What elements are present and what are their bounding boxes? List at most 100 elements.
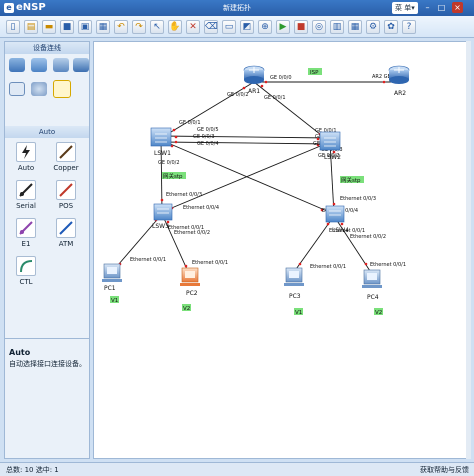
pan-hand-icon[interactable]: ✋ xyxy=(168,20,182,34)
menu-button[interactable]: 菜 单▾ xyxy=(392,2,418,14)
pc-pc2[interactable]: PC2 xyxy=(180,267,200,297)
cable-copper[interactable]: Copper xyxy=(47,142,85,172)
device-label: LSW1 xyxy=(154,150,171,157)
divider xyxy=(5,338,89,339)
feedback-link[interactable]: 获取帮助与反馈 xyxy=(420,466,469,474)
huawei-icon[interactable]: ✿ xyxy=(384,20,398,34)
maximize-icon[interactable]: □ xyxy=(437,3,446,12)
device-label: LSW4 xyxy=(332,227,349,234)
undo-icon[interactable]: ↶ xyxy=(114,20,128,34)
switch-lsw2[interactable]: LSW2 xyxy=(319,131,341,161)
status-count: 总数: 10 选中: 1 xyxy=(6,466,59,474)
port-label: GE 0/0/5 xyxy=(197,127,219,133)
cable-pos[interactable]: POS xyxy=(47,180,85,210)
router-category-icon[interactable] xyxy=(9,58,25,72)
annotation-v1-right[interactable]: V1 xyxy=(294,308,303,316)
topology-svg[interactable]: GE 0/0/2 GE 0/0/1 GE 0/0/0 AR2 GE 0/0/0 … xyxy=(94,42,466,458)
port-label: GE 0/0/1 xyxy=(179,120,201,126)
view-grid-icon[interactable]: ▦ xyxy=(348,20,362,34)
delete-link-icon[interactable]: ⌫ xyxy=(204,20,218,34)
router-ar2[interactable]: AR2 xyxy=(388,65,410,97)
device-label: PC1 xyxy=(104,285,116,292)
palette-icon[interactable]: ◩ xyxy=(240,20,254,34)
new-file-icon[interactable]: ▤ xyxy=(24,20,38,34)
e1-cable-icon xyxy=(16,218,36,238)
cable-serial[interactable]: Serial xyxy=(7,180,45,210)
link-lsw4-pc3 xyxy=(293,215,335,273)
port-label: Ethernet 0/0/2 xyxy=(350,234,386,240)
annotation-v1-left[interactable]: V1 xyxy=(110,296,119,304)
stop-device-icon[interactable]: ■ xyxy=(294,20,308,34)
switch-category-icon[interactable] xyxy=(31,58,47,72)
window-layout-icon[interactable]: ▥ xyxy=(330,20,344,34)
port-label: Ethernet 0/0/1 xyxy=(168,225,204,231)
minimize-icon[interactable]: – xyxy=(425,3,430,12)
cable-e1[interactable]: E1 xyxy=(7,218,45,248)
open-folder-icon[interactable]: ▬ xyxy=(42,20,56,34)
link-ar1-lsw1 xyxy=(160,81,255,139)
port-label: Ethernet 0/0/3 xyxy=(166,192,202,198)
toolbar: ▯ ▤ ▬ ■ ▣ ▦ ↶ ↷ ↖ ✋ ✕ ⌫ ▭ ◩ ⊕ ▶ ■ ◎ ▥ ▦ … xyxy=(0,16,474,38)
switch-lsw1[interactable]: LSW1 xyxy=(150,127,172,157)
print-icon[interactable]: ▦ xyxy=(96,20,110,34)
pc-pc4[interactable]: PC4 xyxy=(362,269,382,301)
port-label: GE 0/0/2 xyxy=(318,153,340,159)
topology-canvas[interactable]: GE 0/0/2 GE 0/0/1 GE 0/0/0 AR2 GE 0/0/0 … xyxy=(93,41,471,459)
pc-pc1[interactable]: PC1 xyxy=(102,263,122,292)
window-title: 新建拓扑 xyxy=(223,4,251,12)
port-label: GE 0/0/1 xyxy=(264,95,286,101)
device-label: PC3 xyxy=(289,293,301,300)
port-label: GE 0/0/2 xyxy=(227,92,249,98)
text-note-icon[interactable]: ▭ xyxy=(222,20,236,34)
switch-lsw4[interactable]: LSW4 xyxy=(325,205,349,234)
port-label: Ethernet 0/0/1 xyxy=(192,260,228,266)
port-label: GE 0/0/4 xyxy=(197,141,219,147)
delete-icon[interactable]: ✕ xyxy=(186,20,200,34)
help-icon[interactable]: ? xyxy=(402,20,416,34)
link-lsw3-pc1 xyxy=(111,213,163,273)
cable-ctl[interactable]: CTL xyxy=(7,256,45,286)
wlan-category-icon[interactable] xyxy=(53,58,69,72)
router-ar1[interactable]: AR1 xyxy=(243,65,265,95)
device-label: PC2 xyxy=(186,290,198,297)
new-topology-icon[interactable]: ▯ xyxy=(6,20,20,34)
svg-text:网关stp: 网关stp xyxy=(163,172,183,180)
status-bar: 总数: 10 选中: 1 获取帮助与反馈 xyxy=(0,462,474,476)
annotation-stp-2[interactable]: 网关stp xyxy=(340,176,364,184)
pc-category-icon[interactable] xyxy=(9,82,25,96)
port-label: Ethernet 0/0/4 xyxy=(183,205,219,211)
save-as-icon[interactable]: ▣ xyxy=(78,20,92,34)
redo-icon[interactable]: ↷ xyxy=(132,20,146,34)
firewall-category-icon[interactable] xyxy=(73,58,89,72)
cable-auto[interactable]: Auto xyxy=(7,142,45,172)
copper-cable-icon xyxy=(56,142,76,162)
cloud-category-icon[interactable] xyxy=(31,82,47,96)
select-icon[interactable]: ↖ xyxy=(150,20,164,34)
svg-text:网关stp: 网关stp xyxy=(341,176,361,184)
port-label: AR2 GE 0/0/0 xyxy=(372,74,405,80)
ctl-cable-icon xyxy=(16,256,36,276)
start-device-icon[interactable]: ▶ xyxy=(276,20,290,34)
annotation-isp[interactable]: ISP xyxy=(308,68,322,76)
vertical-scrollbar[interactable] xyxy=(466,41,471,459)
capture-icon[interactable]: ◎ xyxy=(312,20,326,34)
link-lsw1-lsw4 xyxy=(160,139,335,215)
pc-pc3[interactable]: PC3 xyxy=(284,267,304,300)
port-label: Ethernet 0/0/1 xyxy=(310,264,346,270)
close-icon[interactable]: × xyxy=(452,2,463,13)
zoom-in-icon[interactable]: ⊕ xyxy=(258,20,272,34)
switch-lsw3[interactable]: LSW3 xyxy=(152,203,173,230)
device-panel: 设备连线 Auto Auto Copper Serial POS E1 xyxy=(4,41,90,459)
annotation-v2-right[interactable]: V2 xyxy=(374,308,383,316)
port-label: GE 0/0/3 xyxy=(193,134,215,140)
link-category-icon[interactable] xyxy=(53,80,71,98)
settings-icon[interactable]: ⚙ xyxy=(366,20,380,34)
link-lsw2-lsw4 xyxy=(329,141,335,215)
save-icon[interactable]: ■ xyxy=(60,20,74,34)
annotation-v2-left[interactable]: V2 xyxy=(182,304,191,312)
annotation-stp-1[interactable]: 网关stp xyxy=(162,172,186,180)
cable-atm[interactable]: ATM xyxy=(47,218,85,248)
pos-cable-icon xyxy=(56,180,76,200)
svg-text:V2: V2 xyxy=(183,306,190,312)
